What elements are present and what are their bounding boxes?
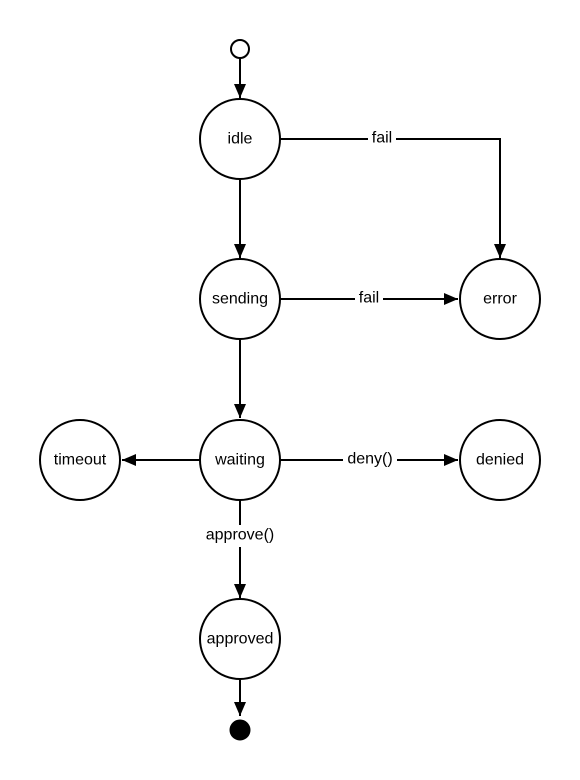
edge-label-waiting-approved: approve() (206, 527, 274, 544)
state-idle: idle (199, 98, 281, 180)
edge-label-bg-waiting-denied (343, 450, 397, 470)
edge-label-sending-error: fail (359, 290, 379, 307)
state-denied-label: denied (476, 452, 524, 469)
state-approved-label: approved (207, 631, 274, 648)
state-sending: sending (199, 258, 281, 340)
edge-label-bg-idle-error (368, 129, 396, 149)
edge-idle-to-error (280, 138, 506, 258)
initial-state (230, 39, 250, 59)
state-idle-circle (199, 98, 281, 180)
state-sending-label: sending (212, 291, 268, 308)
edge-label-bg-sending-error (355, 289, 383, 309)
final-state (229, 719, 251, 741)
edge-label-waiting-denied: deny() (347, 451, 392, 468)
state-denied: denied (459, 419, 541, 501)
state-error-label: error (483, 291, 517, 308)
state-timeout-circle (39, 419, 121, 501)
state-error: error (459, 258, 541, 340)
state-timeout: timeout (39, 419, 121, 501)
edge-label-idle-error: fail (372, 130, 392, 147)
state-idle-label: idle (228, 131, 253, 148)
state-error-circle (459, 258, 541, 340)
state-approved-circle (199, 598, 281, 680)
state-waiting-circle (199, 419, 281, 501)
state-approved: approved (199, 598, 281, 680)
state-denied-circle (459, 419, 541, 501)
state-sending-circle (199, 258, 281, 340)
state-timeout-label: timeout (54, 452, 107, 469)
state-waiting: waiting (199, 419, 281, 501)
edge-label-bg-waiting-approved (198, 525, 282, 547)
state-waiting-label: waiting (214, 452, 265, 469)
